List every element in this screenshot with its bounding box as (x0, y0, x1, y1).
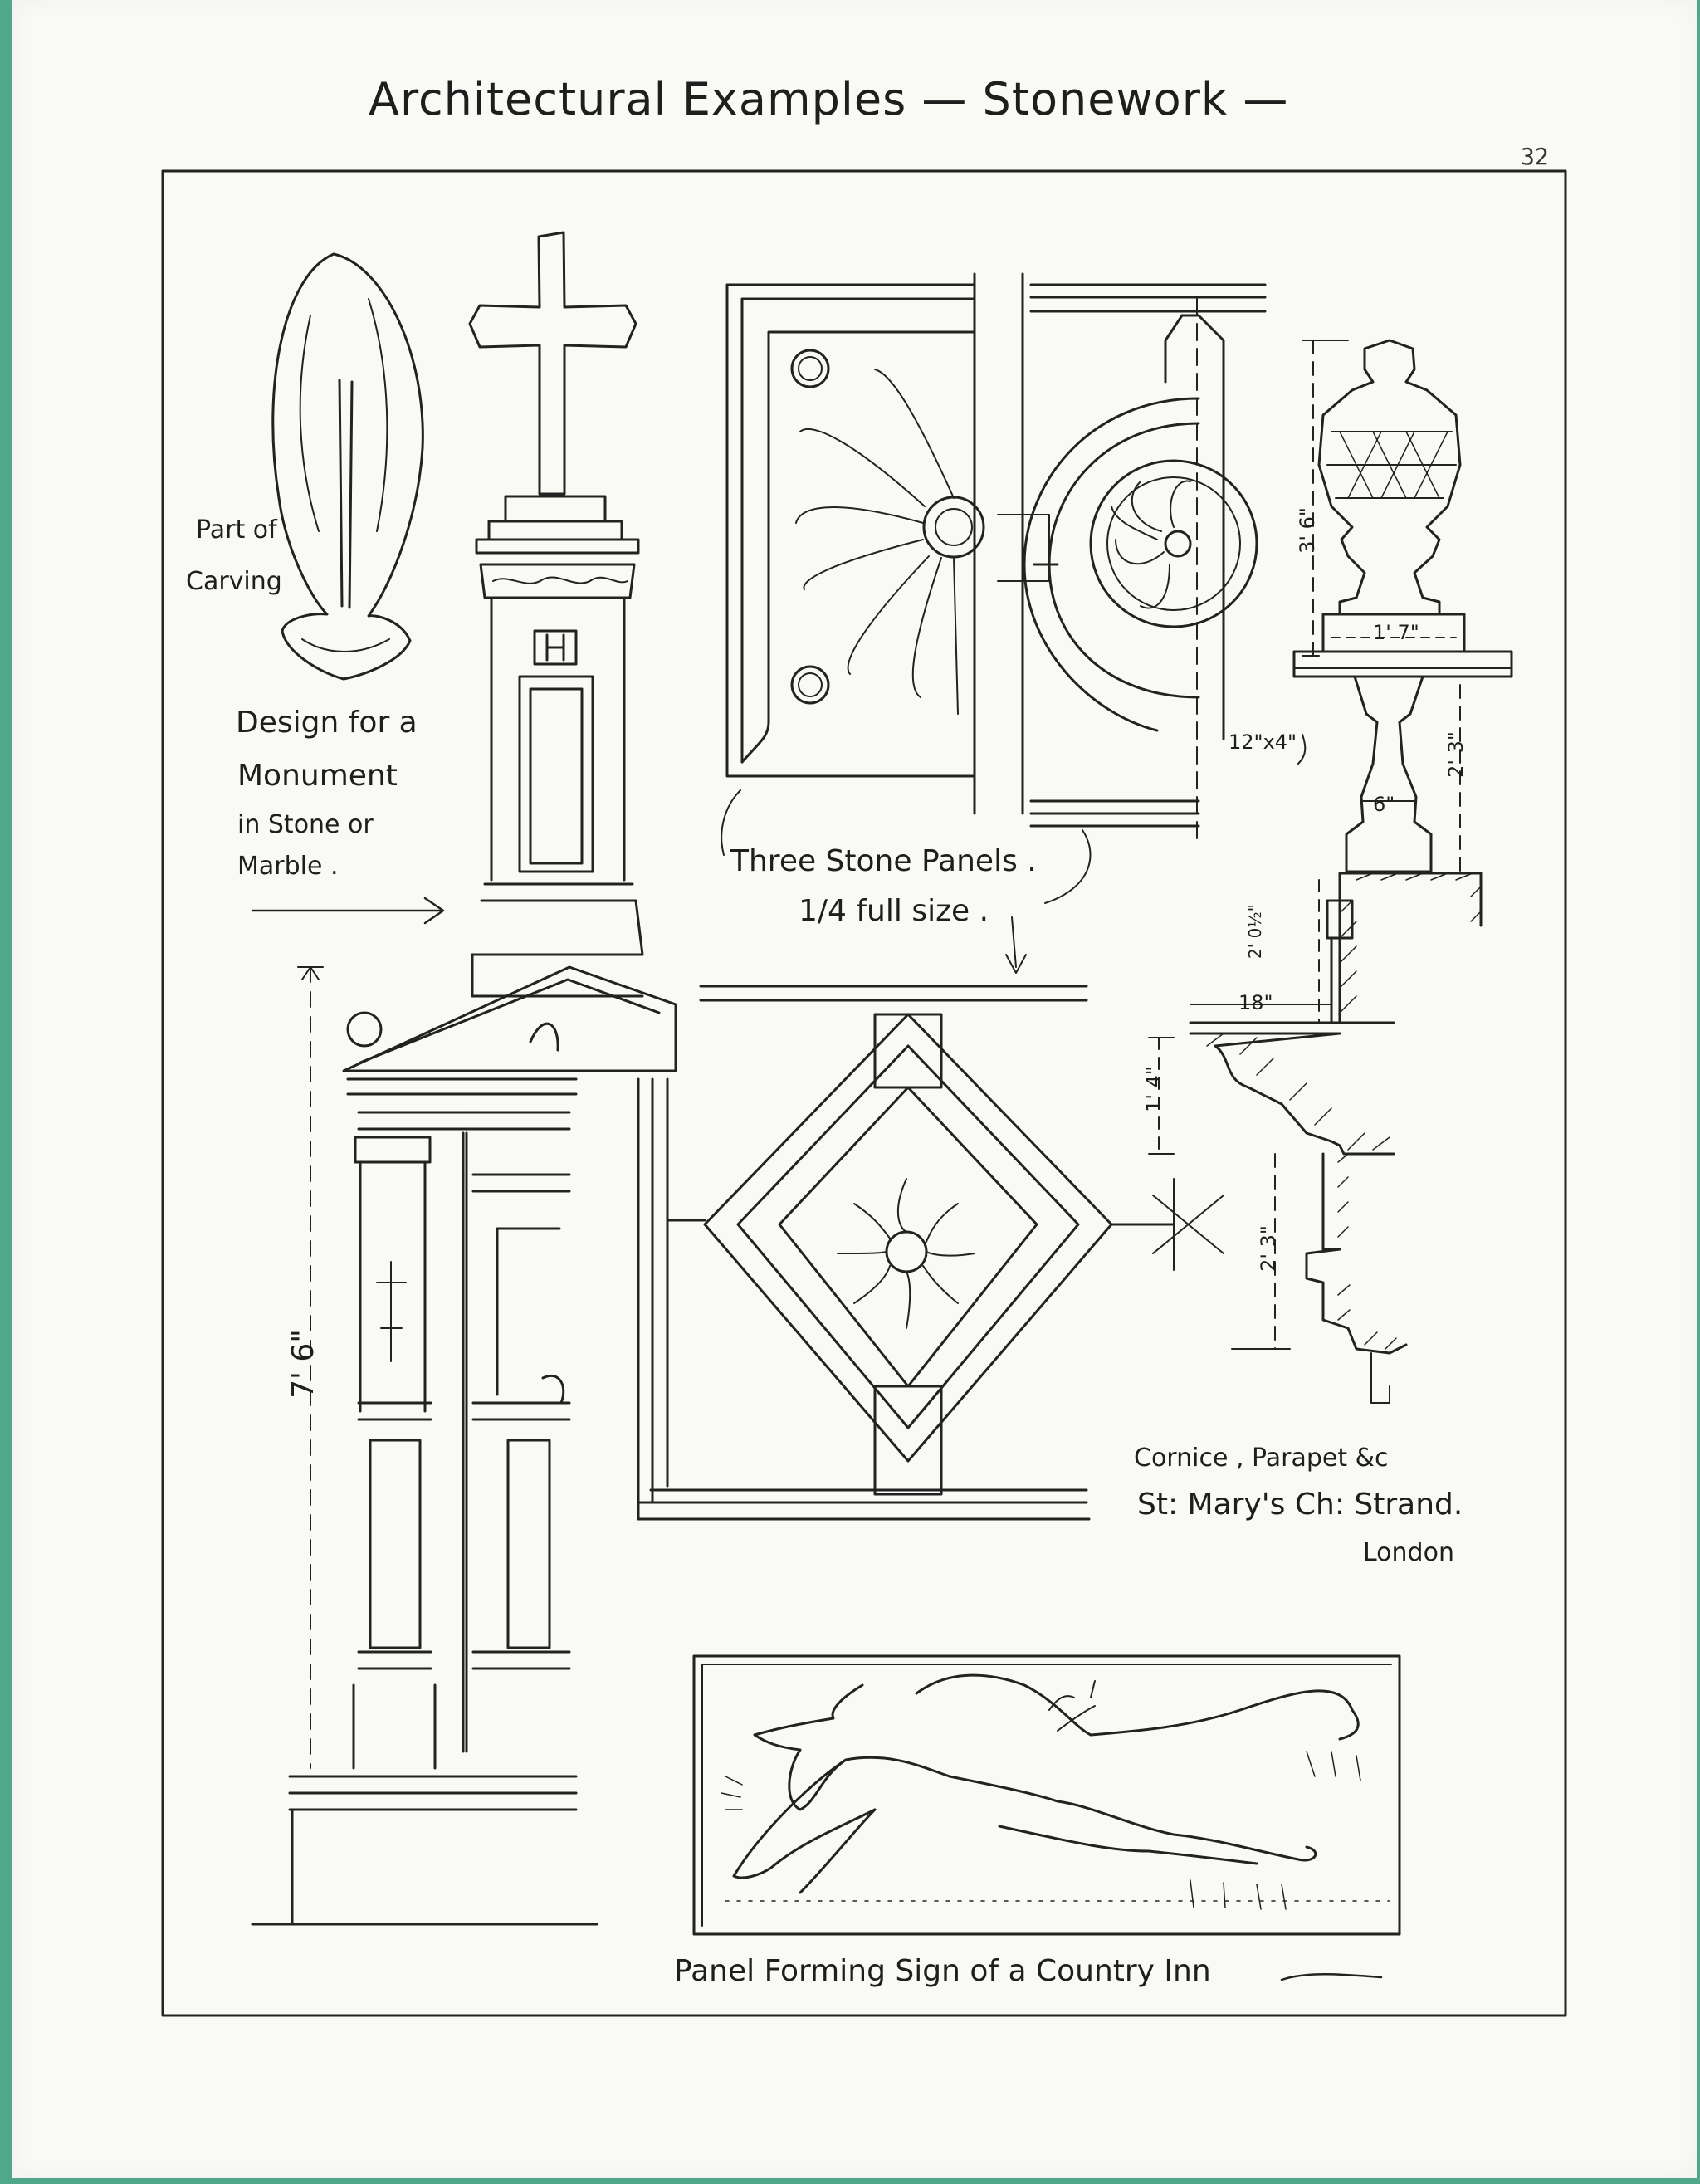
cornice-parapet-section (1148, 339, 1513, 1404)
monument-label-line4: Marble . (237, 852, 339, 881)
dim-frieze: 2' 3" (1256, 1225, 1280, 1272)
plate-border (161, 169, 1567, 2017)
page-number: 32 (1521, 143, 1549, 170)
drawing-sheet: Architectural Examples — Stonework — 32 (12, 0, 1697, 2178)
drawing-plate (161, 169, 1567, 2017)
monument-label-line1: Design for a (236, 706, 418, 740)
dim-rail: 12"x4" (1229, 730, 1297, 754)
stone-panel-diamond (637, 985, 1224, 1521)
panels-label-line2: 1/4 full size . (799, 894, 989, 928)
country-inn-sign-panel (692, 1654, 1401, 1981)
carving-label-line1: Part of (196, 515, 277, 545)
dim-cornice-depth: 1' 4" (1141, 1066, 1165, 1112)
dim-baluster-width: 6" (1373, 793, 1395, 816)
dim-baluster-height: 2' 3" (1444, 731, 1468, 778)
stone-panel-rosette (997, 272, 1267, 843)
cornice-label-line3: London (1363, 1538, 1454, 1567)
dim-monument-height: 7' 6" (286, 1329, 320, 1399)
dim-plinth: 2' 0½" (1244, 904, 1265, 959)
stone-panel-fan (725, 272, 985, 815)
monument-label-line3: in Stone or (237, 810, 374, 839)
carving-label-line2: Carving (186, 567, 282, 596)
dim-finial-base: 1' 7" (1373, 621, 1419, 644)
panels-label-line1: Three Stone Panels . (730, 844, 1037, 878)
monument-drawing (251, 231, 677, 1926)
monument-label-line2: Monument (237, 759, 398, 793)
inn-panel-label: Panel Forming Sign of a Country Inn (674, 1954, 1211, 1988)
dim-projection: 18" (1238, 991, 1273, 1014)
carving-leaf-sketch (271, 252, 424, 681)
cornice-label-line2: St: Mary's Ch: Strand. (1137, 1488, 1463, 1522)
dim-finial-height: 3' 6" (1295, 507, 1319, 554)
cornice-label-line1: Cornice , Parapet &c (1134, 1444, 1389, 1473)
page-title: Architectural Examples — Stonework — (369, 73, 1289, 125)
